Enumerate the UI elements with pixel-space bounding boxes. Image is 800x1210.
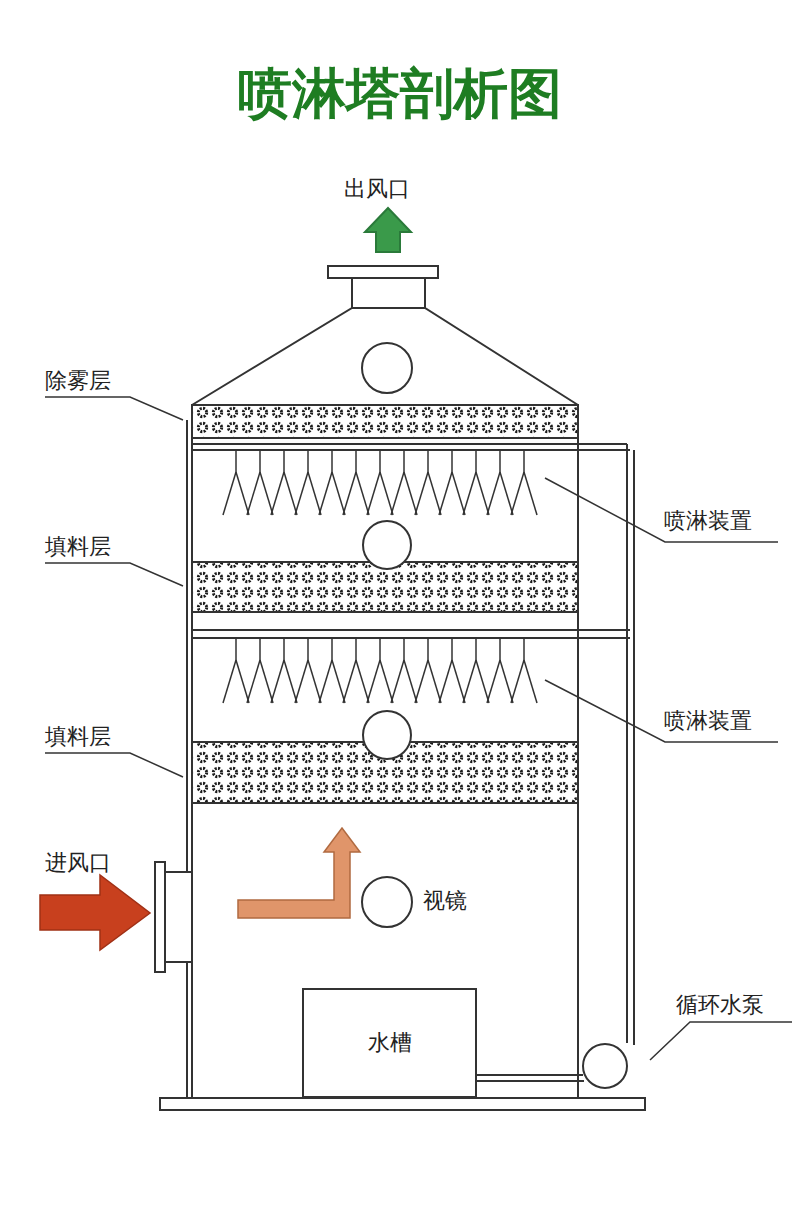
part-label: 出风口 [344,176,410,202]
part-label: 除雾层 [45,368,111,394]
part-label: 进风口 [45,850,111,876]
water-tank: 水槽 [302,988,477,1098]
part-label: 喷淋装置 [664,708,752,734]
part-label: 视镜 [423,888,467,914]
tank-label: 水槽 [368,1028,412,1058]
part-label: 填料层 [45,534,111,560]
part-label: 循环水泵 [676,992,764,1018]
part-label: 填料层 [45,724,111,750]
diagram-title: 喷淋塔剖析图 [0,62,800,127]
part-label: 喷淋装置 [664,508,752,534]
